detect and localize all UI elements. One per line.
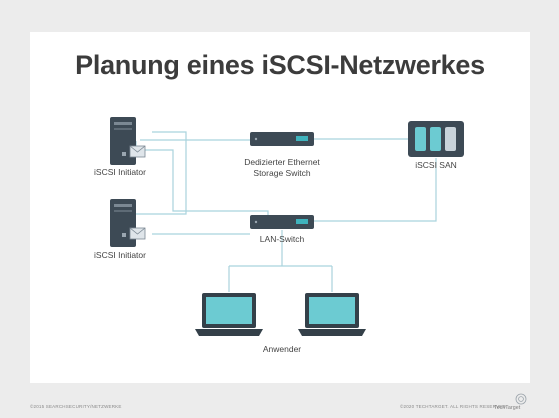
storage-switch-label-line2: Storage Switch [253, 168, 311, 178]
footer-brand: TechTarget [494, 405, 521, 411]
initiator-1-label: iSCSI Initiator [94, 167, 146, 177]
footer-left-credit: ©2015 SEARCHSECURITY/NETZWERKE [30, 404, 122, 409]
laptop-2-icon [298, 293, 366, 336]
users-label: Anwender [262, 344, 302, 354]
storage-switch-icon [250, 132, 314, 146]
san-storage-icon [408, 121, 464, 157]
lan-switch-icon [250, 215, 314, 229]
initiator-2-server-icon [110, 199, 146, 247]
techtarget-logo-icon [515, 393, 527, 405]
san-label: iSCSI SAN [415, 160, 457, 170]
footer-copyright: ©2020 TECHTARGET. ALL RIGHTS RESERVED. [400, 404, 508, 409]
diagram-title: Planung eines iSCSI-Netzwerkes [75, 50, 485, 80]
initiator-1-server-icon [110, 117, 146, 165]
link-storage-switch-initiator2 [136, 131, 187, 215]
lan-switch-label: LAN-Switch [259, 234, 305, 244]
storage-switch-label-line1: Dedizierter Ethernet [244, 157, 320, 167]
initiator-2-label: iSCSI Initiator [94, 250, 146, 260]
connection-lines [135, 131, 437, 292]
laptop-1-icon [195, 293, 263, 336]
link-initiator1-lan-switch [135, 141, 269, 221]
link-lan-switch-san [314, 158, 437, 222]
